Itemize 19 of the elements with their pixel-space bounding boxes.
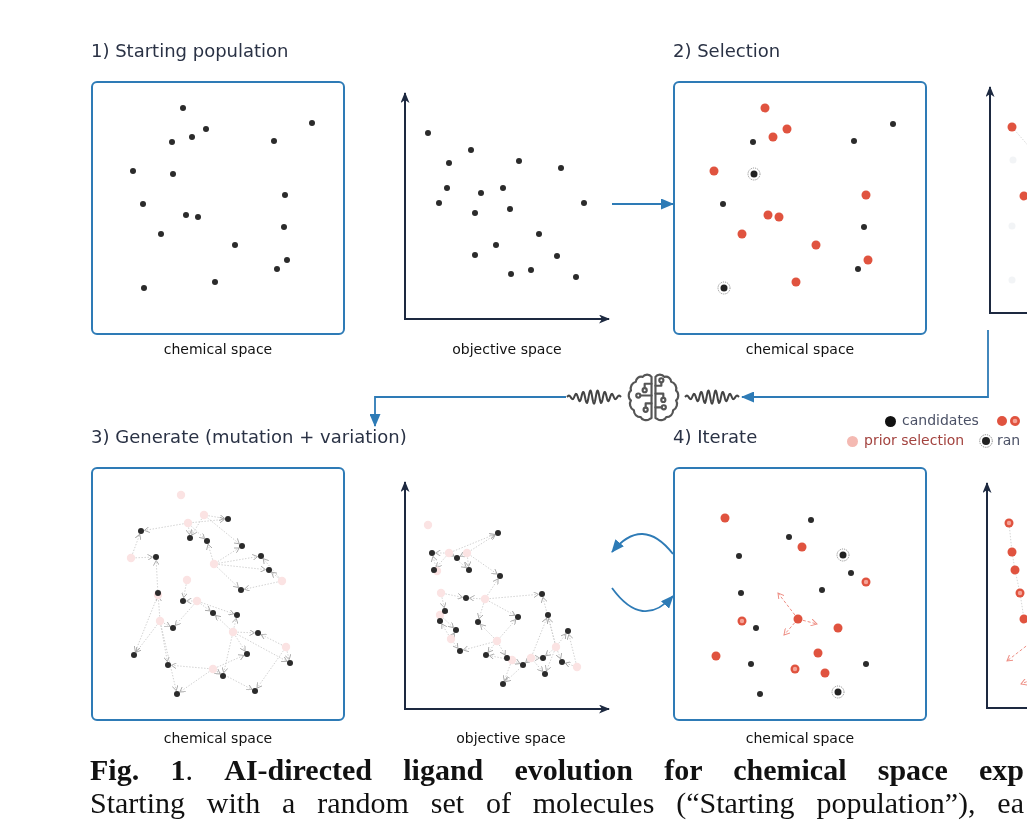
- step-heading: 1) Starting population: [91, 40, 289, 62]
- plot-caption: chemical space: [163, 340, 273, 358]
- step-heading: 4) Iterate: [673, 426, 758, 448]
- arrow: [369, 396, 567, 427]
- curved-arrow: [611, 587, 674, 613]
- legend-label: prior selection: [864, 431, 965, 449]
- plot-caption: objective space: [452, 340, 562, 358]
- plot-caption: chemical space: [163, 729, 273, 747]
- plot-caption: chemical space: [745, 340, 855, 358]
- figure-caption: Fig. 1. AI-directed ligand evolution for chemical space exp Starting with a random set of molecules (“Starting population”), ea: [90, 753, 1024, 819]
- plot-caption: chemical space: [745, 729, 855, 747]
- legend-label: candidates: [902, 411, 979, 429]
- curved-arrow: [611, 533, 674, 555]
- step-heading: 2) Selection: [673, 40, 781, 62]
- arrow: [611, 198, 674, 210]
- step-heading: 3) Generate (mutation + variation): [91, 426, 407, 448]
- arrow: [741, 329, 989, 403]
- plot-caption: objective space: [456, 729, 566, 747]
- legend-label: ran: [997, 431, 1021, 449]
